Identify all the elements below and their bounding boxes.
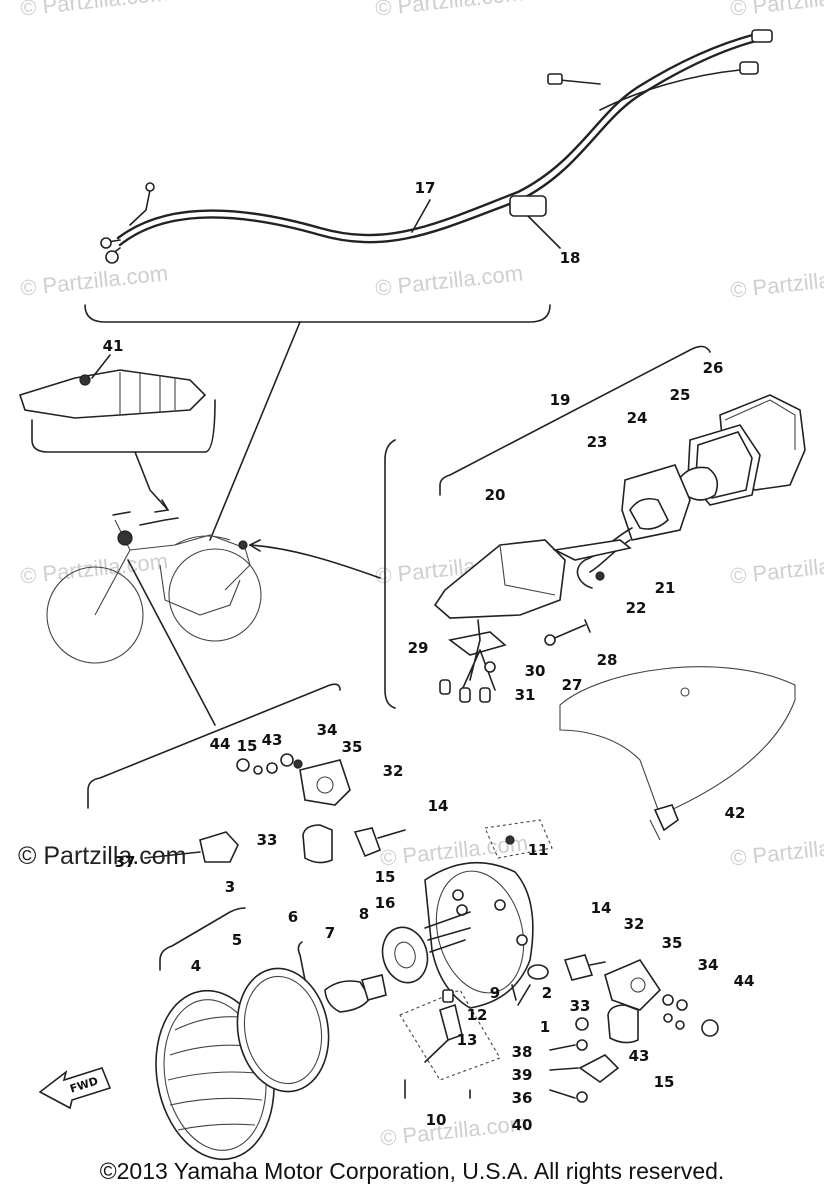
handlebar-switch-drawing xyxy=(18,354,216,513)
callout-6: 6 xyxy=(287,908,299,926)
callout-14: 14 xyxy=(427,797,449,815)
callout-32: 32 xyxy=(382,762,404,780)
callout-44: 44 xyxy=(209,735,231,753)
callout-35: 35 xyxy=(341,738,363,756)
motorcycle-outline-drawing xyxy=(46,511,381,726)
callout-27: 27 xyxy=(561,676,583,694)
callout-34b: 34 xyxy=(697,956,719,974)
callout-29: 29 xyxy=(407,639,429,657)
callout-16: 16 xyxy=(374,894,396,912)
callout-42: 42 xyxy=(724,804,746,822)
callout-17: 17 xyxy=(414,179,436,197)
callout-2: 2 xyxy=(541,984,553,1002)
rear-fender-drawing xyxy=(559,666,796,841)
callout-44b: 44 xyxy=(733,972,755,990)
callout-39: 39 xyxy=(511,1066,533,1084)
callout-4: 4 xyxy=(190,957,202,975)
callout-23: 23 xyxy=(586,433,608,451)
callout-18: 18 xyxy=(559,249,581,267)
callout-36: 36 xyxy=(511,1089,533,1107)
callout-7: 7 xyxy=(324,924,336,942)
bracket-group-left xyxy=(87,683,406,864)
callout-28: 28 xyxy=(596,651,618,669)
callout-13: 13 xyxy=(456,1031,478,1049)
callout-21: 21 xyxy=(654,579,676,597)
callout-40: 40 xyxy=(511,1116,533,1134)
callout-3: 3 xyxy=(224,878,236,896)
callout-43: 43 xyxy=(261,731,283,749)
callout-19: 19 xyxy=(549,391,571,409)
callout-33b: 33 xyxy=(569,997,591,1015)
callout-5: 5 xyxy=(231,931,243,949)
copyright-footer: ©2013 Yamaha Motor Corporation, U.S.A. A… xyxy=(99,1158,725,1184)
callout-10: 10 xyxy=(425,1111,447,1129)
callout-14b: 14 xyxy=(590,899,612,917)
callout-11: 11 xyxy=(527,841,549,859)
headlight-assembly-drawing xyxy=(155,819,719,1161)
callout-34: 34 xyxy=(316,721,338,739)
tail-light-group-drawing xyxy=(384,345,806,709)
callout-20: 20 xyxy=(484,486,506,504)
callout-25: 25 xyxy=(669,386,691,404)
callout-1: 1 xyxy=(539,1018,551,1036)
callout-12: 12 xyxy=(466,1006,488,1024)
callout-26: 26 xyxy=(702,359,724,377)
callout-22: 22 xyxy=(625,599,647,617)
callout-35b: 35 xyxy=(661,934,683,952)
callout-37: 37 xyxy=(114,853,136,871)
callout-15b: 15 xyxy=(374,868,396,886)
callout-33: 33 xyxy=(256,831,278,849)
callout-43b: 43 xyxy=(628,1047,650,1065)
callout-24: 24 xyxy=(626,409,648,427)
callout-15c: 15 xyxy=(653,1073,675,1091)
callout-32b: 32 xyxy=(623,915,645,933)
callout-8: 8 xyxy=(358,905,370,923)
wire-harness-drawing xyxy=(84,29,773,541)
callout-41: 41 xyxy=(102,337,124,355)
callout-31: 31 xyxy=(514,686,536,704)
callout-38: 38 xyxy=(511,1043,533,1061)
callout-15: 15 xyxy=(236,737,258,755)
forward-arrow-icon xyxy=(38,1067,112,1110)
callout-30: 30 xyxy=(524,662,546,680)
callout-9: 9 xyxy=(489,984,501,1002)
